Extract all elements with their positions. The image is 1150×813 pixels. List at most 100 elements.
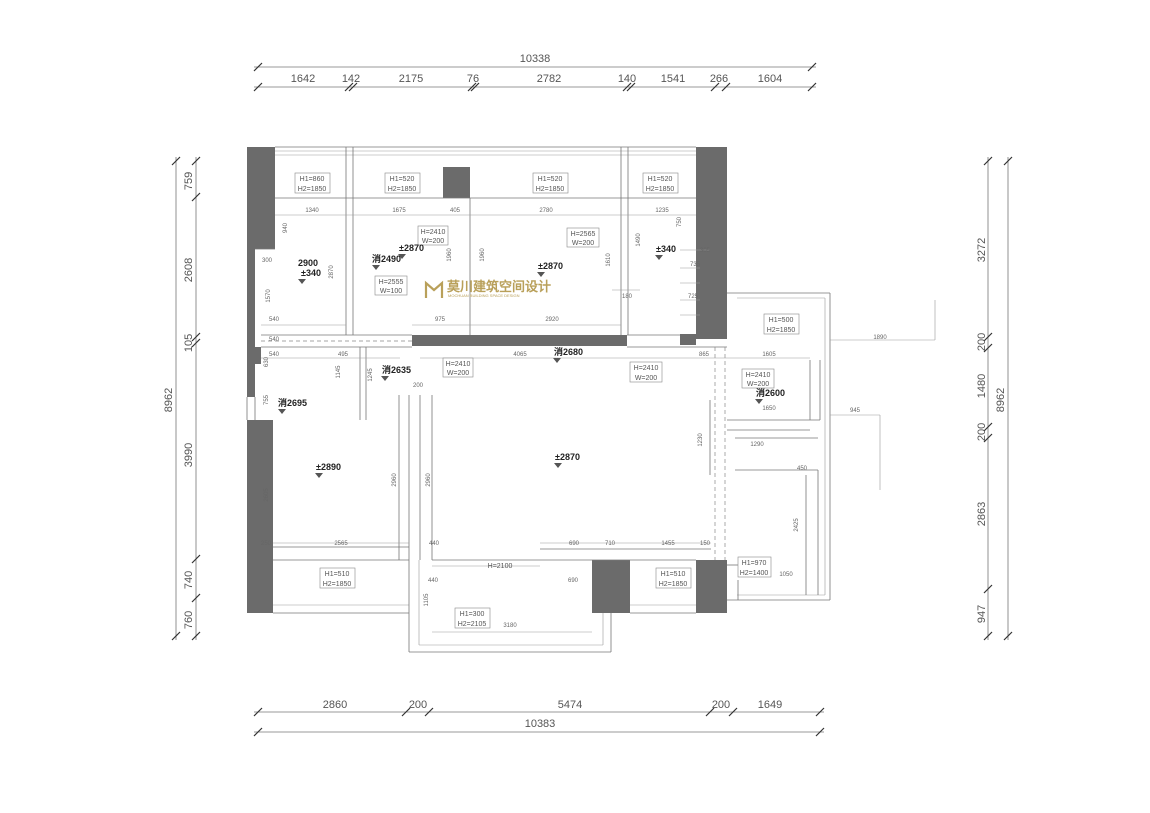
- right-seg-1: 3272: [976, 238, 988, 262]
- left-seg-4: 3990: [183, 443, 195, 467]
- bottom-dimension-chain: 2860 200 5474 200 1649 10383: [253, 699, 825, 737]
- svg-text:H1=520: H1=520: [538, 176, 563, 183]
- inner-dim-35: 1230: [698, 433, 704, 447]
- level-10: 消2600: [756, 387, 785, 398]
- inner-dim-13: 1490: [636, 233, 642, 247]
- inner-dim-22: 540: [269, 352, 280, 358]
- inner-dim-36: 450: [797, 466, 808, 472]
- svg-text:H=2410: H=2410: [634, 365, 659, 372]
- level-3: ±2870: [399, 243, 424, 253]
- inner-dim-44: 710: [605, 541, 616, 547]
- svg-text:W=200: W=200: [447, 370, 469, 377]
- bottom-seg-5: 1649: [758, 699, 782, 711]
- inner-dim-54: 755: [264, 394, 270, 405]
- svg-text:W=200: W=200: [422, 238, 444, 245]
- svg-text:H1=510: H1=510: [661, 571, 686, 578]
- svg-text:H2=1850: H2=1850: [646, 186, 675, 193]
- inner-dim-48: 440: [428, 578, 439, 584]
- inner-dim-27: 630: [264, 356, 270, 367]
- svg-text:W=200: W=200: [572, 240, 594, 247]
- beam-tag-2: H=2565 W=200: [566, 227, 600, 248]
- inner-dim-29: 1245: [368, 368, 374, 382]
- svg-text:H=2410: H=2410: [446, 361, 471, 368]
- svg-text:H2=1850: H2=1850: [298, 186, 327, 193]
- inner-dim-42: 440: [429, 541, 440, 547]
- svg-text:H1=860: H1=860: [300, 176, 325, 183]
- inner-dim-52: 250: [261, 541, 272, 547]
- inner-dim-34: 1290: [750, 442, 764, 448]
- svg-text:H1=520: H1=520: [390, 176, 415, 183]
- inner-dim-24: 4065: [513, 352, 527, 358]
- inner-dim-23: 495: [338, 352, 349, 358]
- inner-dim-41: 2565: [334, 541, 348, 547]
- level-9: 消2695: [278, 397, 307, 408]
- beam-tag-5: H=2410 W=200: [629, 361, 663, 383]
- beam-tag-3: H=2555 W=100: [374, 275, 408, 296]
- window-tag-2: H1=520 H2=1850: [384, 172, 421, 194]
- level-2: ±340: [301, 268, 321, 278]
- right-total-dim: 8962: [995, 388, 1007, 412]
- inner-dim-1: 1340: [305, 208, 319, 214]
- level-5: ±2870: [538, 261, 563, 271]
- inner-dim-32: 1890: [873, 335, 887, 341]
- watermark-en: MOCHUAN BUILDING SPACE DESIGN: [448, 293, 520, 298]
- window-tag-7: H1=300 H2=2105: [454, 607, 491, 629]
- top-seg-8: 266: [710, 73, 728, 85]
- inner-dim-46: 150: [700, 541, 711, 547]
- left-dimension-chain: 8962 759 2608 105 3990 740 760: [163, 156, 201, 641]
- bottom-seg-3: 5474: [558, 699, 582, 711]
- inner-dim-4: 2780: [539, 208, 553, 214]
- inner-dim-9: 2870: [329, 265, 335, 279]
- inner-dim-3: 405: [450, 208, 461, 214]
- level-6: ±340: [656, 244, 676, 254]
- level-7: 消2680: [554, 346, 583, 357]
- plan-lines: [246, 146, 936, 653]
- inner-dim-50: 3180: [503, 623, 517, 629]
- top-seg-3: 2175: [399, 73, 423, 85]
- svg-text:H2=1850: H2=1850: [388, 186, 417, 193]
- inner-dim-26: 1605: [762, 352, 776, 358]
- inner-dim-51: 690: [568, 578, 579, 584]
- left-seg-6: 760: [183, 611, 195, 629]
- inner-dim-28: 1145: [336, 365, 342, 379]
- svg-text:H=2410: H=2410: [421, 229, 446, 236]
- inner-dim-20: 975: [435, 317, 446, 323]
- top-seg-4: 76: [467, 73, 479, 85]
- inner-dim-45: 1455: [661, 541, 675, 547]
- inner-dim-12: 1610: [606, 253, 612, 267]
- bottom-total-dim: 10383: [525, 718, 556, 730]
- inner-dim-2: 1675: [392, 208, 406, 214]
- svg-text:H=2410: H=2410: [746, 372, 771, 379]
- inner-dim-47: 1050: [779, 572, 793, 578]
- beam-tag-4: H=2410 W=200: [442, 357, 474, 378]
- inner-dim-8: 1570: [266, 289, 272, 303]
- inner-dim-19: 540: [269, 317, 280, 323]
- inner-dim-21: 2920: [545, 317, 559, 323]
- inner-dim-33: 945: [850, 408, 861, 414]
- svg-text:H2=1400: H2=1400: [740, 570, 769, 577]
- inner-dim-43: 690: [569, 541, 580, 547]
- beam-tag-6: H=2410 W=200: [741, 368, 775, 389]
- svg-text:H2=1850: H2=1850: [536, 186, 565, 193]
- inner-dim-11: 1960: [480, 248, 486, 262]
- level-11: ±2890: [316, 462, 341, 472]
- inner-dim-17: 725: [688, 294, 699, 300]
- top-seg-6: 140: [618, 73, 636, 85]
- inner-dim-49: 1105: [424, 593, 430, 607]
- left-total-dim: 8962: [163, 388, 175, 412]
- inner-dim-53: 540: [269, 337, 280, 343]
- right-seg-6: 947: [976, 605, 988, 623]
- top-seg-5: 2782: [537, 73, 561, 85]
- svg-text:W=200: W=200: [747, 381, 769, 388]
- right-seg-5: 2863: [976, 502, 988, 526]
- bottom-seg-2: 200: [409, 699, 427, 711]
- top-seg-9: 1604: [758, 73, 782, 85]
- window-tag-4: H1=520 H2=1850: [642, 172, 679, 194]
- watermark-logo: 莫川建筑空间设计 MOCHUAN BUILDING SPACE DESIGN: [424, 279, 551, 298]
- level-4: 消2490: [372, 253, 401, 264]
- right-seg-2: 200: [976, 333, 988, 351]
- svg-text:W=100: W=100: [380, 288, 402, 295]
- inner-dim-6: 940: [283, 222, 289, 233]
- inner-dim-39: 2960: [426, 473, 432, 487]
- beam-tag-1: H=2410 W=200: [417, 225, 449, 246]
